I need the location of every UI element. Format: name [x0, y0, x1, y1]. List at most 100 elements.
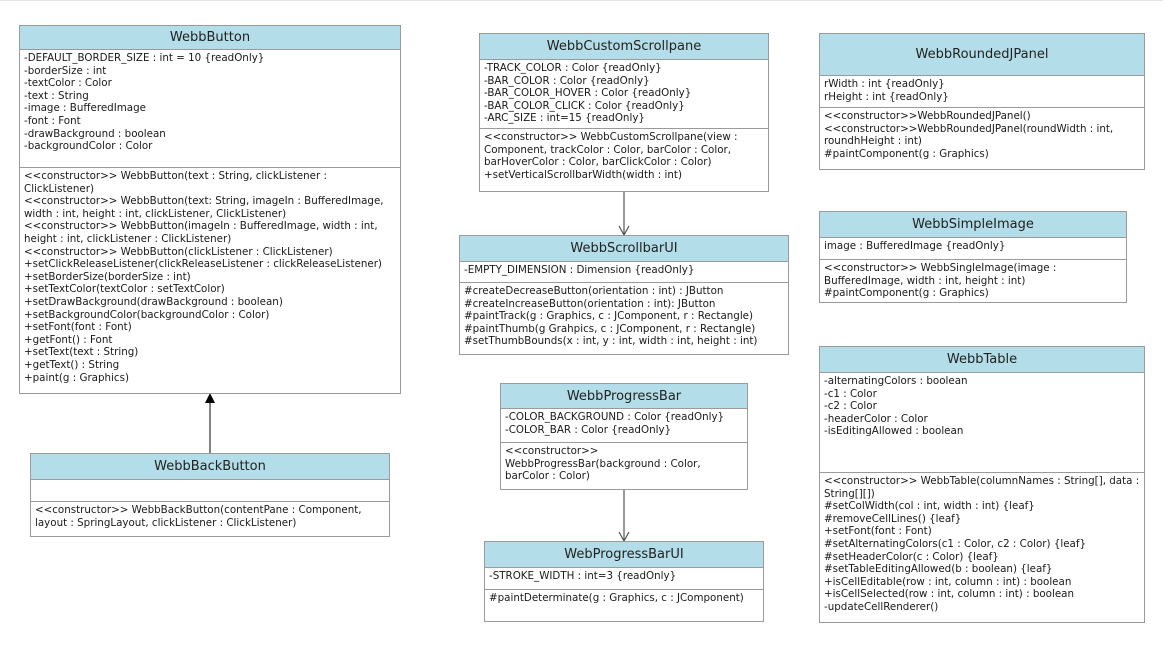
attributes-section: image : BufferedImage {readOnly}	[820, 238, 1126, 259]
attributes-section: -COLOR_BACKGROUND : Color {readOnly} -CO…	[501, 409, 747, 442]
attribute: -font : Font	[24, 114, 81, 127]
class-webb-custom-scrollpane: WebbCustomScrollpane -TRACK_COLOR : Colo…	[479, 33, 769, 192]
attribute: -alternatingColors : boolean	[824, 375, 968, 387]
operation: +paint(g : Graphics)	[24, 371, 129, 384]
operation: +setVerticalScrollbarWidth(width : int)	[484, 168, 682, 181]
operations-section: #paintDeterminate(g : Graphics, c : JCom…	[485, 589, 763, 607]
operation: <<constructor>>WebbRoundedJPanel()	[824, 110, 1031, 122]
operation: +setClickReleaseListener(clickReleaseLis…	[24, 258, 382, 271]
operation: +isCellEditable(row : int, column : int)…	[824, 575, 1072, 588]
operation: <<constructor>> WebbButton(text: String,…	[24, 195, 387, 220]
operation: +setTextColor(textColor : setTextColor)	[24, 283, 225, 296]
operations-section: <<constructor>> WebbButton(text : String…	[20, 167, 400, 386]
attributes-section: rWidth : int {readOnly} rHeight : int {r…	[820, 76, 1144, 107]
attribute: -COLOR_BAR : Color {readOnly}	[505, 423, 672, 436]
attribute: image : BufferedImage {readOnly}	[824, 240, 1006, 252]
operations-section: <<constructor>> WebbTable(columnNames : …	[820, 472, 1144, 616]
operations-section: <<constructor>> WebbBackButton(contentPa…	[31, 501, 389, 531]
operation: <<constructor>> WebbButton(text : String…	[24, 170, 331, 195]
class-web-progress-bar-ui: WebProgressBarUI -STROKE_WIDTH : int=3 {…	[484, 541, 764, 622]
class-name: WebbProgressBar	[501, 384, 747, 409]
operation: #setThumbBounds(x : int, y : int, width …	[464, 335, 758, 348]
attribute: -borderSize : int	[24, 64, 107, 77]
operation: <<constructor>>WebbRoundedJPanel(roundWi…	[824, 122, 1117, 148]
attribute: rHeight : int {readOnly}	[824, 90, 949, 103]
operation: <<constructor>> WebbBackButton(contentPa…	[35, 504, 365, 529]
attribute: -BAR_COLOR_CLICK : Color {readOnly}	[484, 99, 685, 112]
operation: <<constructor>> WebbSingleImage(image : …	[824, 262, 1060, 287]
attributes-section: -STROKE_WIDTH : int=3 {readOnly}	[485, 568, 763, 589]
operation: <<constructor>> WebbButton(clickListener…	[24, 245, 333, 258]
top-border-line	[0, 0, 1163, 1]
operation: #setTableEditingAllowed(b : boolean) {le…	[824, 563, 1053, 576]
attribute: -backgroundColor : Color	[24, 140, 153, 153]
attribute: -isEditingAllowed : boolean	[824, 425, 964, 438]
class-name: WebbButton	[20, 26, 400, 50]
attribute: -EMPTY_DIMENSION : Dimension {readOnly}	[464, 264, 695, 276]
attributes-section: -alternatingColors : boolean -c1 : Color…	[820, 373, 1144, 472]
operation: #removeCellLines() {leaf}	[824, 512, 962, 525]
attribute: -COLOR_BACKGROUND : Color {readOnly}	[505, 411, 725, 423]
operation: #setHeaderColor(c : Color) {leaf}	[824, 550, 999, 563]
operation: #paintDeterminate(g : Graphics, c : JCom…	[489, 592, 744, 604]
attribute: -image : BufferedImage	[24, 102, 146, 115]
attribute: rWidth : int {readOnly}	[824, 78, 945, 90]
operation: -updateCellRenderer()	[824, 600, 939, 613]
operation: #paintComponent(g : Graphics)	[824, 287, 989, 300]
attribute: -TRACK_COLOR : Color {readOnly}	[484, 62, 662, 74]
class-webb-table: WebbTable -alternatingColors : boolean -…	[819, 346, 1145, 623]
attribute: -ARC_SIZE : int=15 {readOnly}	[484, 112, 645, 125]
attribute: -STROKE_WIDTH : int=3 {readOnly}	[489, 570, 677, 582]
class-name: WebbBackButton	[31, 454, 389, 480]
operation: +getText() : String	[24, 358, 120, 371]
attribute: -BAR_COLOR_HOVER : Color {readOnly}	[484, 87, 692, 100]
operation: <<constructor>> WebbTable(columnNames : …	[824, 475, 1143, 500]
attribute: -text : String	[24, 89, 89, 102]
inheritance-arrowhead	[205, 393, 215, 403]
operation: #createIncreaseButton(orientation : int)…	[464, 297, 716, 310]
operation: +setBackgroundColor(backgroundColor : Co…	[24, 308, 270, 321]
operation: #createDecreaseButton(orientation : int)…	[464, 285, 724, 297]
class-name: WebbCustomScrollpane	[480, 34, 768, 60]
operation: +setBorderSize(borderSize : int)	[24, 270, 191, 283]
operations-section: <<constructor>> WebbSingleImage(image : …	[820, 259, 1126, 302]
class-name: WebProgressBarUI	[485, 542, 763, 568]
class-name: WebbScrollbarUI	[460, 236, 788, 262]
attribute: -DEFAULT_BORDER_SIZE : int = 10 {readOnl…	[24, 52, 265, 64]
attributes-section: -TRACK_COLOR : Color {readOnly} -BAR_COL…	[480, 60, 768, 128]
operation: #setColWidth(col : int, width : int) {le…	[824, 500, 1035, 513]
attribute: -BAR_COLOR : Color {readOnly}	[484, 74, 650, 87]
operation: #paintComponent(g : Graphics)	[824, 147, 989, 160]
class-webb-rounded-jpanel: WebbRoundedJPanel rWidth : int {readOnly…	[819, 33, 1145, 170]
attributes-section	[31, 480, 389, 501]
operation: +getFont() : Font	[24, 333, 113, 346]
class-webb-scrollbar-ui: WebbScrollbarUI -EMPTY_DIMENSION : Dimen…	[459, 235, 789, 355]
class-webb-simple-image: WebbSimpleImage image : BufferedImage {r…	[819, 211, 1127, 303]
attribute: -c2 : Color	[824, 400, 877, 413]
operation: +isCellSelected(row : int, column : int)…	[824, 588, 1075, 601]
class-webb-button: WebbButton -DEFAULT_BORDER_SIZE : int = …	[19, 25, 401, 394]
operation: +setFont(font : Font)	[24, 321, 132, 334]
attribute: -drawBackground : boolean	[24, 127, 166, 140]
attributes-section: -DEFAULT_BORDER_SIZE : int = 10 {readOnl…	[20, 50, 400, 167]
operations-section: #createDecreaseButton(orientation : int)…	[460, 282, 788, 350]
operations-section: <<constructor>> WebbCustomScrollpane(vie…	[480, 128, 768, 183]
operation: #paintThumb(g Grahpics, c : JComponent, …	[464, 322, 756, 335]
attribute: -headerColor : Color	[824, 412, 928, 425]
operation: <<constructor>> WebbProgressBar(backgrou…	[505, 445, 704, 483]
operations-section: <<constructor>> WebbProgressBar(backgrou…	[501, 442, 747, 485]
class-name: WebbTable	[820, 347, 1144, 373]
attribute: -textColor : Color	[24, 77, 112, 90]
class-webb-back-button: WebbBackButton <<constructor>> WebbBackB…	[30, 453, 390, 537]
operation: <<constructor>> WebbButton(imageIn : Buf…	[24, 220, 381, 245]
class-webb-progress-bar: WebbProgressBar -COLOR_BACKGROUND : Colo…	[500, 383, 748, 490]
operation: <<constructor>> WebbCustomScrollpane(vie…	[484, 131, 741, 169]
operation: #paintTrack(g : Graphics, c : JComponent…	[464, 310, 754, 323]
attribute: -c1 : Color	[824, 387, 877, 400]
operation: #setAlternatingColors(c1 : Color, c2 : C…	[824, 537, 1087, 550]
operation: +setDrawBackground(drawBackground : bool…	[24, 295, 283, 308]
operation: +setFont(font : Font)	[824, 525, 932, 538]
operations-section: <<constructor>>WebbRoundedJPanel() <<con…	[820, 107, 1144, 162]
class-name: WebbRoundedJPanel	[820, 34, 1144, 76]
